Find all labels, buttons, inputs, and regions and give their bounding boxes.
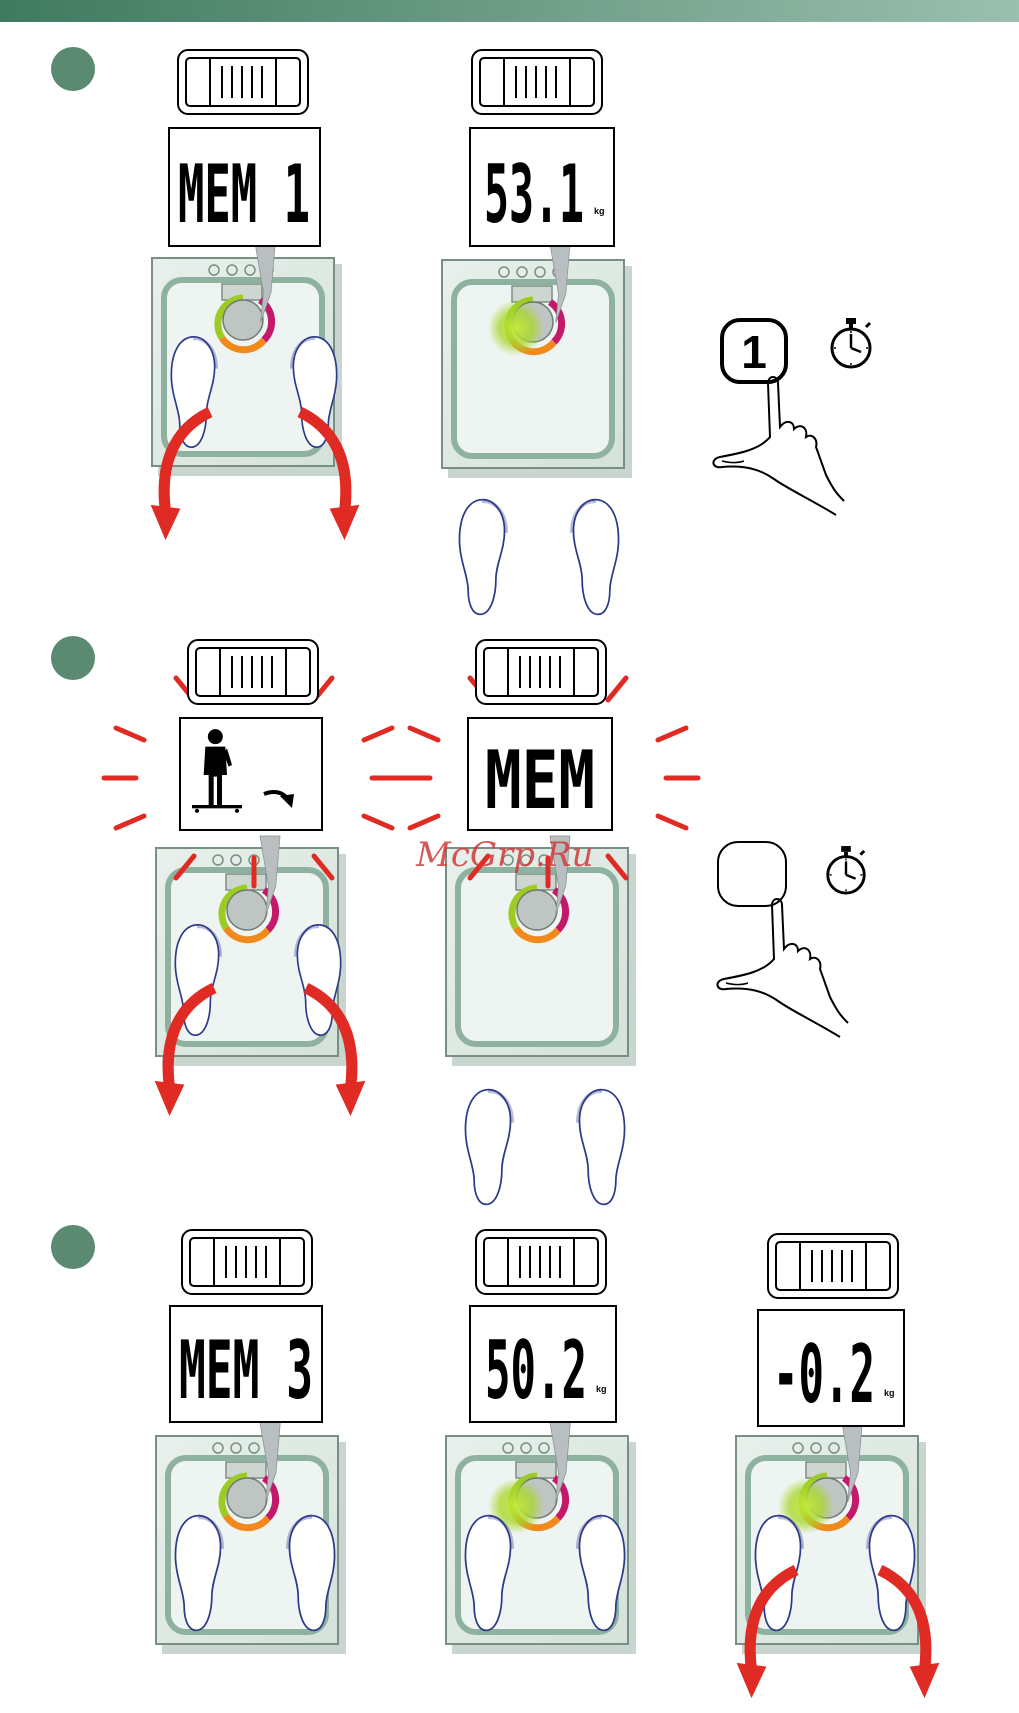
- foot-left: [459, 500, 506, 615]
- display-button-strip: [476, 640, 606, 704]
- display-button-strip: [476, 1230, 606, 1294]
- stopwatch-icon: [832, 318, 870, 367]
- row3-panel1: MEM 3: [156, 1230, 346, 1654]
- display-button-strip: [182, 1230, 312, 1294]
- pointing-hand-icon: [717, 899, 848, 1037]
- lcd-unit: kg: [594, 206, 605, 216]
- row1-panel1: MEM 1: [151, 50, 360, 540]
- lcd-display: [180, 718, 322, 830]
- foot-right: [578, 1090, 625, 1205]
- pointing-hand-icon: [713, 377, 844, 515]
- step-dot-1: [51, 47, 95, 91]
- row3-panel2: 50.2 kg: [446, 1230, 636, 1654]
- row2-panel1: [104, 640, 404, 1116]
- foot-right: [572, 500, 619, 615]
- display-button-strip: [768, 1234, 898, 1298]
- foot-left: [465, 1090, 512, 1205]
- row3-panel3: -0.2 kg: [736, 1234, 939, 1698]
- lcd-unit: kg: [884, 1388, 895, 1398]
- header-bar: [0, 0, 1019, 22]
- row1-instruction: 1: [713, 318, 870, 515]
- step-dot-2: [51, 636, 95, 680]
- stopwatch-icon: [828, 846, 864, 893]
- lcd-text: 53.1: [484, 148, 584, 241]
- row1-panel2: 53.1 kg: [442, 50, 632, 614]
- green-glow: [488, 300, 544, 356]
- lcd-unit: kg: [596, 1384, 607, 1394]
- memory-button: [718, 842, 786, 906]
- memory-button-label: 1: [741, 326, 767, 378]
- lcd-text: MEM 3: [179, 1324, 313, 1417]
- display-button-strip: [178, 50, 308, 114]
- row2-instruction: [717, 842, 864, 1037]
- lcd-text: -0.2: [773, 1328, 875, 1421]
- step-dot-3: [51, 1225, 95, 1269]
- watermark: McGrp.Ru: [415, 835, 593, 875]
- lcd-text: MEM: [485, 734, 595, 827]
- lcd-text: 50.2: [485, 1324, 587, 1417]
- lcd-text: MEM 1: [178, 148, 310, 241]
- display-button-strip: [472, 50, 602, 114]
- row2-panel2: MEM: [398, 640, 698, 1204]
- display-button-strip: [188, 640, 318, 704]
